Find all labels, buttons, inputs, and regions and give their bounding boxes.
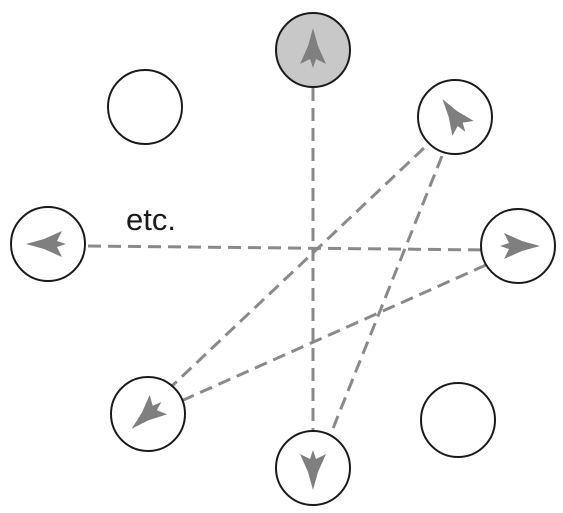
circle-top — [275, 12, 351, 88]
arrow-down-left-icon — [131, 394, 168, 429]
arrow-right-icon — [500, 233, 540, 259]
circle-right — [480, 208, 556, 284]
connection-top-right-to-bottom — [324, 155, 444, 447]
circle-top-left — [107, 69, 183, 145]
etc-label: etc. — [126, 202, 176, 237]
arrow-up-icon — [300, 28, 326, 68]
dashed-connections — [87, 88, 491, 447]
connection-top-right-to-bottom-left — [170, 146, 426, 388]
connection-right-to-bottom-left — [169, 263, 487, 408]
circle-bottom-right — [420, 382, 496, 458]
circle-left — [10, 206, 86, 282]
circle-top-left-outline — [107, 69, 183, 145]
connection-left-to-right — [87, 244, 491, 252]
circle-bottom-right-outline — [420, 382, 496, 458]
circle-bottom-left — [110, 376, 186, 452]
target-circles — [10, 12, 556, 506]
circle-bottom — [275, 430, 351, 506]
arrow-left-icon — [26, 231, 66, 257]
arrow-down-icon — [300, 450, 326, 490]
arrow-up-left-icon — [442, 98, 474, 136]
circle-top-right — [417, 79, 493, 155]
